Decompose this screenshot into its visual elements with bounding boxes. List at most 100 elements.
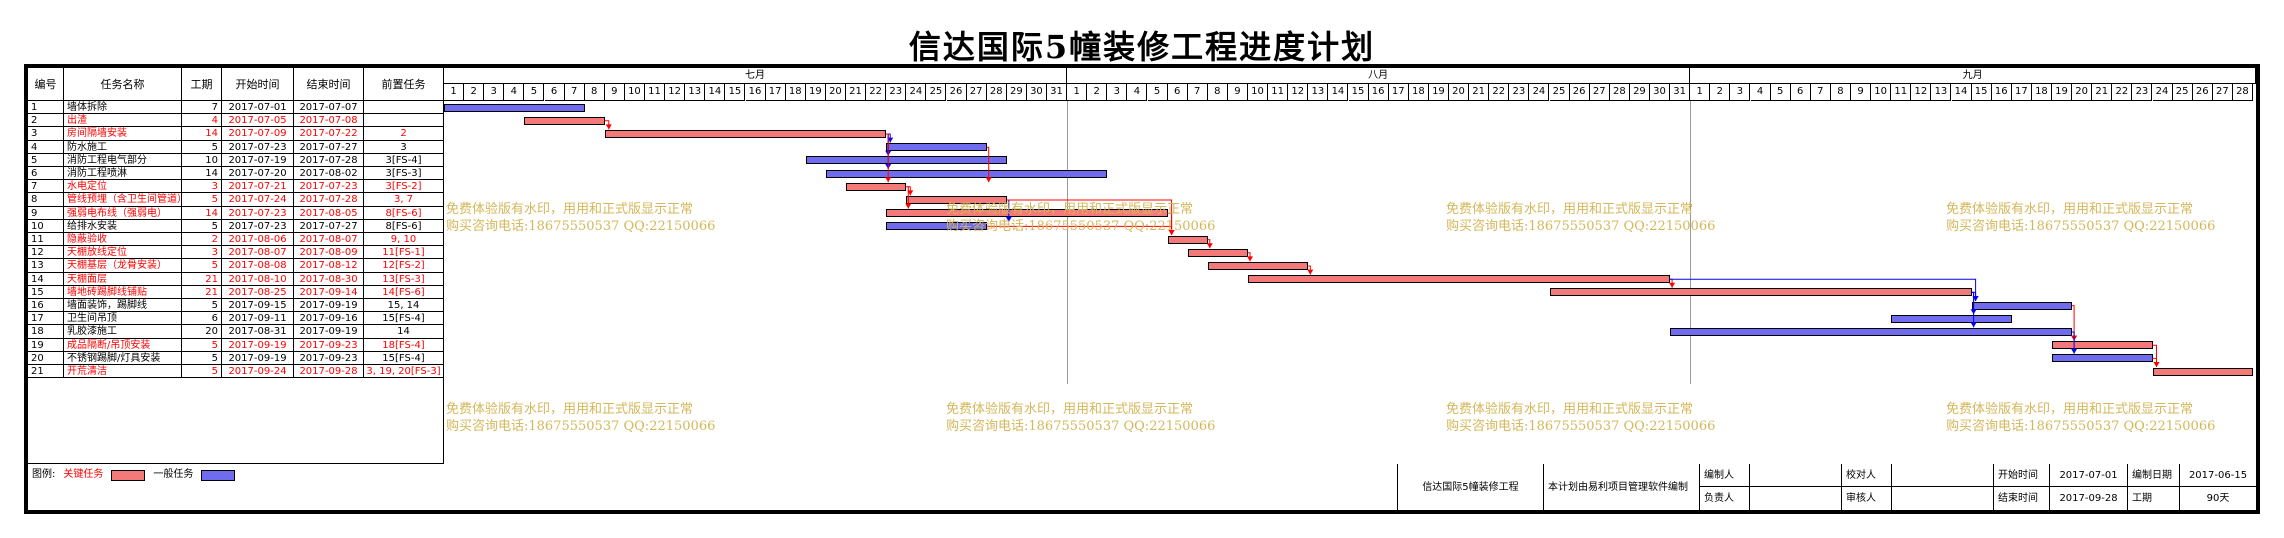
critical-task-bar[interactable] [1187,248,1248,257]
general-task-bar[interactable] [886,222,987,231]
task-id: 5 [28,153,64,167]
day-header: 1 [1067,84,1088,101]
day-header: 19 [2052,84,2073,101]
dependency-arrowhead [1005,216,1012,222]
critical-task-bar[interactable] [1248,275,1671,284]
critical-task-bar[interactable] [1207,261,1309,271]
task-end: 2017-07-08 [294,114,364,128]
general-task-bar[interactable] [1670,327,2073,337]
day-header: 1 [444,84,465,101]
day-header: 12 [1911,84,1932,101]
footer-reviewer-label: 审核人 [1842,487,1892,510]
critical-task-bar[interactable] [1549,288,1972,297]
general-task-bar[interactable] [886,143,987,152]
day-header: 26 [946,84,967,101]
task-end: 2017-09-19 [294,325,364,339]
task-predecessor: 9, 10 [364,233,444,247]
task-id: 18 [28,325,64,339]
day-header: 20 [2072,84,2093,101]
legend-label: 图例: [32,469,56,480]
general-task-bar[interactable] [1891,314,2012,323]
dependency-arrowhead [1307,269,1314,275]
critical-task-bar[interactable] [2152,367,2253,376]
critical-task-bar[interactable] [1167,235,1208,244]
col-header-duration: 工期 [182,68,222,101]
task-end: 2017-09-23 [294,338,364,352]
task-end: 2017-08-09 [294,246,364,260]
task-end: 2017-07-27 [294,219,364,233]
footer-prepared-label: 编制人 [1700,464,1750,487]
general-task-bar[interactable] [825,169,1108,178]
dependency-arrowhead [885,177,892,183]
task-predecessor: 15, 14 [364,299,444,313]
critical-task-bar[interactable] [846,182,907,191]
task-start: 2017-08-25 [222,285,294,299]
dependency-link [1971,291,1975,328]
general-task-bar[interactable] [1971,301,2073,310]
task-predecessor: 2 [364,127,444,141]
table-filler [28,378,444,464]
critical-task-bar[interactable] [524,116,605,125]
watermark-line2: 购买咨询电话:18675550537 QQ:22150066 [1446,219,1716,234]
critical-task-bar[interactable] [2052,341,2153,350]
day-header: 17 [1388,84,1409,101]
general-task-bar[interactable] [444,103,585,112]
task-duration: 5 [182,299,222,313]
task-name: 乳胶漆施工 [64,325,182,339]
day-header: 26 [2192,84,2213,101]
day-header: 8 [1207,84,1228,101]
critical-task-bar[interactable] [886,209,1168,218]
footer-end-label: 结束时间 [1994,487,2050,510]
general-task-bar[interactable] [805,156,1007,165]
watermark: 免费体验版有水印，用用和正式版显示正常购买咨询电话:18675550537 QQ… [1946,201,2215,235]
day-header: 19 [1428,84,1449,101]
general-task-bar[interactable] [2052,354,2153,363]
dependency-link [886,133,889,183]
day-header: 25 [1549,84,1570,101]
task-start: 2017-09-15 [222,299,294,313]
task-id: 17 [28,312,64,326]
task-predecessor [364,114,444,128]
task-id: 16 [28,299,64,313]
critical-task-bar[interactable] [906,195,1007,205]
day-header: 4 [1750,84,1771,101]
footer-date-label: 编制日期 [2128,464,2180,487]
watermark-line2: 购买咨询电话:18675550537 QQ:22150066 [1446,419,1716,434]
task-start: 2017-07-23 [222,206,294,220]
critical-task-bar[interactable] [604,129,887,139]
footer-responsible-label: 负责人 [1700,487,1750,510]
task-id: 3 [28,127,64,141]
dependency-arrowhead [2153,362,2160,367]
day-header: 15 [1348,84,1369,101]
task-duration: 3 [182,246,222,260]
day-header: 23 [2132,84,2153,101]
col-header-end: 结束时间 [294,68,364,101]
task-duration: 5 [182,140,222,154]
task-end: 2017-09-19 [294,299,364,313]
watermark-line1: 免费体验版有水印，用用和正式版显示正常 [1946,202,2194,217]
day-header: 16 [745,84,766,101]
watermark: 免费体验版有水印，用用和正式版显示正常购买咨询电话:18675550537 QQ… [446,401,715,435]
